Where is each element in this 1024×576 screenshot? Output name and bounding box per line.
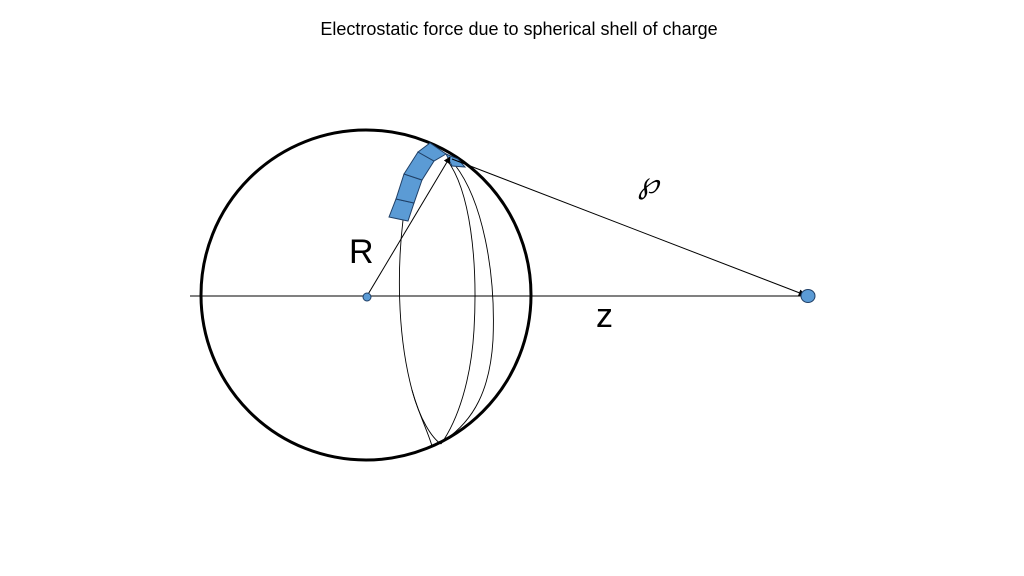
ring-outer-boundary — [444, 164, 494, 441]
ring-outer-boundary-front — [411, 389, 433, 447]
point-charge — [800, 289, 816, 303]
distance-label: z — [596, 297, 613, 335]
diagram-title: Electrostatic force due to spherical she… — [320, 19, 717, 39]
spherical-shell — [199, 128, 533, 462]
radius-arrow — [366, 156, 451, 297]
ring-inner-boundary — [398, 219, 442, 445]
separation-label: ℘ — [638, 166, 661, 201]
radius-label: R — [349, 233, 374, 271]
separation-arrow — [451, 158, 806, 297]
shell-center-point — [362, 292, 372, 302]
ring-inner-boundary-back — [440, 159, 476, 445]
